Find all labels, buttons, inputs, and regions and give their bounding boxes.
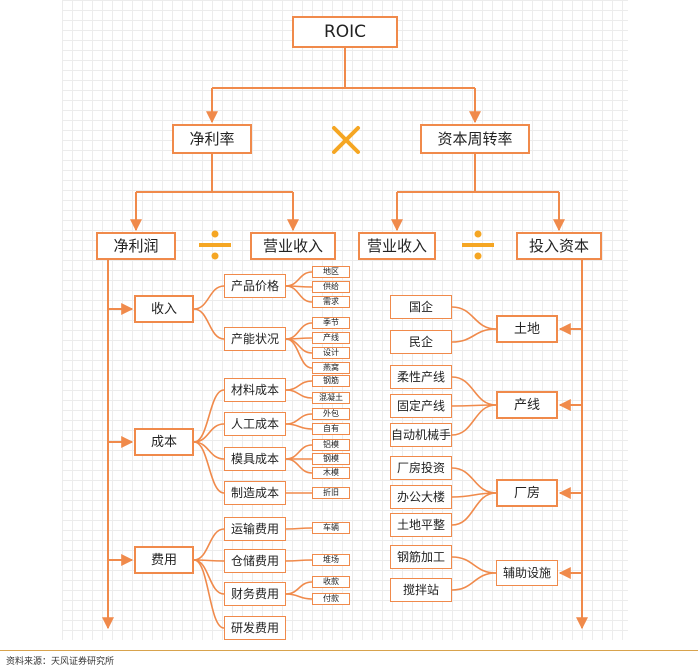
connector	[451, 376, 497, 406]
connector-lines	[102, 48, 588, 630]
node-income: 收入	[134, 295, 194, 323]
connector	[285, 593, 313, 600]
connector	[193, 423, 225, 443]
node-roic: ROIC	[292, 16, 398, 48]
node-product-price: 产品价格	[224, 274, 286, 298]
connector	[193, 441, 225, 494]
leaf-item: 外包	[312, 408, 350, 420]
node-revenue-left: 营业收入	[250, 232, 336, 260]
diagram-canvas: ROIC 净利率 资本周转率 净利润 营业收入 营业收入 投入资本 收入 产品价…	[62, 0, 628, 640]
leaf-item: 需求	[312, 296, 350, 308]
connector	[285, 322, 313, 340]
node-rebar-processing: 钢筋加工	[390, 545, 452, 569]
connector	[285, 413, 313, 425]
connector	[193, 308, 225, 340]
leaf-item: 折旧	[312, 487, 350, 499]
connector	[193, 285, 225, 310]
leaf-item: 木模	[312, 467, 350, 479]
connector	[285, 338, 313, 354]
connector	[193, 559, 225, 629]
node-revenue-right: 营业收入	[358, 232, 436, 260]
connector	[451, 467, 497, 494]
leaf-item: 燕窝	[312, 362, 350, 374]
footer-rule	[0, 650, 698, 651]
node-invested-capital: 投入资本	[516, 232, 602, 260]
connector	[451, 328, 497, 343]
node-expense: 费用	[134, 546, 194, 574]
node-office-building: 办公大楼	[390, 485, 452, 509]
leaf-item: 季节	[312, 317, 350, 329]
connector	[285, 338, 313, 369]
leaf-item: 收款	[312, 576, 350, 588]
connector	[285, 389, 313, 399]
leaf-item: 钢筋	[312, 375, 350, 387]
leaf-item: 混凝土	[312, 392, 350, 404]
connector	[285, 271, 313, 287]
node-plant-investment: 厂房投资	[390, 456, 452, 480]
multiply-icon	[332, 126, 360, 154]
connector	[285, 559, 313, 562]
connector	[451, 556, 497, 574]
node-net-margin: 净利率	[172, 124, 252, 154]
leaf-item: 设计	[312, 347, 350, 359]
node-cost: 成本	[134, 428, 194, 456]
leaf-item: 车辆	[312, 522, 350, 534]
connector	[285, 527, 313, 530]
connector	[285, 380, 313, 391]
node-robot-arm: 自动机械手	[390, 423, 452, 447]
node-finance-cost: 财务费用	[224, 582, 286, 606]
node-labor-cost: 人工成本	[224, 412, 286, 436]
connector	[451, 492, 497, 526]
connector	[285, 444, 313, 460]
node-mixing-station: 搅拌站	[390, 578, 452, 602]
connector	[193, 528, 225, 561]
node-net-profit: 净利润	[96, 232, 176, 260]
node-private: 民企	[390, 330, 452, 354]
node-mould-cost: 模具成本	[224, 447, 286, 471]
leaf-item: 铝模	[312, 439, 350, 451]
node-land: 土地	[496, 315, 558, 343]
node-material-cost: 材料成本	[224, 378, 286, 402]
node-transport-cost: 运输费用	[224, 517, 286, 541]
connector	[193, 559, 225, 595]
leaf-item: 产线	[312, 332, 350, 344]
leaf-item: 自有	[312, 423, 350, 435]
connector	[451, 404, 497, 436]
leaf-item: 付款	[312, 593, 350, 605]
leaf-item: 地区	[312, 266, 350, 278]
node-fixed-line: 固定产线	[390, 394, 452, 418]
connector	[285, 285, 313, 303]
connector	[285, 581, 313, 595]
connector	[285, 423, 313, 430]
node-soe: 国企	[390, 295, 452, 319]
node-flexible-line: 柔性产线	[390, 365, 452, 389]
connector	[285, 458, 313, 474]
divide-icon	[462, 230, 494, 260]
source-note: 资料来源：天风证券研究所	[6, 657, 115, 667]
leaf-item: 堆场	[312, 554, 350, 566]
node-storage-cost: 仓储费用	[224, 549, 286, 573]
node-land-leveling: 土地平整	[390, 513, 452, 537]
connector	[451, 306, 497, 330]
node-auxiliary-facilities: 辅助设施	[496, 560, 558, 586]
connector	[451, 572, 497, 591]
node-production-line: 产线	[496, 391, 558, 419]
leaf-item: 供给	[312, 281, 350, 293]
node-rnd-cost: 研发费用	[224, 616, 286, 640]
connector	[193, 389, 225, 443]
node-asset-turnover: 资本周转率	[420, 124, 530, 154]
node-manufacturing-cost: 制造成本	[224, 481, 286, 505]
leaf-item: 钢模	[312, 453, 350, 465]
node-plant: 厂房	[496, 479, 558, 507]
divide-icon	[199, 230, 231, 260]
node-capacity: 产能状况	[224, 327, 286, 351]
